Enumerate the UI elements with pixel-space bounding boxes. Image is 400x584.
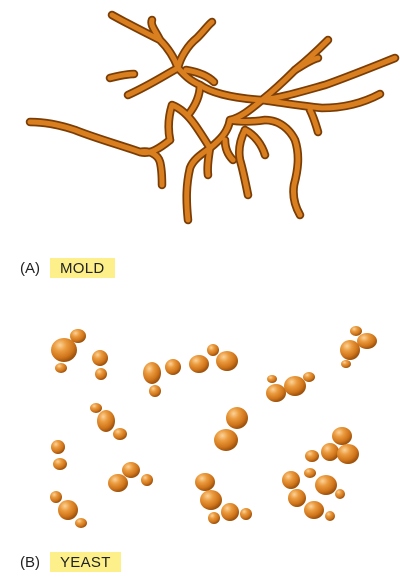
panel-b-title: YEAST <box>50 552 121 572</box>
panel-a-letter: (A) <box>20 260 40 277</box>
panel-b-letter: (B) <box>20 554 40 571</box>
yeast-caption: (B) YEAST <box>20 552 121 572</box>
hyphae-outline <box>30 15 395 220</box>
hyphae-body <box>30 15 395 220</box>
yeast-cells-illustration <box>0 290 400 540</box>
mold-hyphae-illustration <box>0 0 400 250</box>
yeast-cells <box>50 326 377 528</box>
yeast-panel: (B) YEAST <box>0 290 400 584</box>
panel-a-title: MOLD <box>50 258 115 278</box>
mold-panel: (A) MOLD <box>0 0 400 290</box>
mold-caption: (A) MOLD <box>20 258 115 278</box>
